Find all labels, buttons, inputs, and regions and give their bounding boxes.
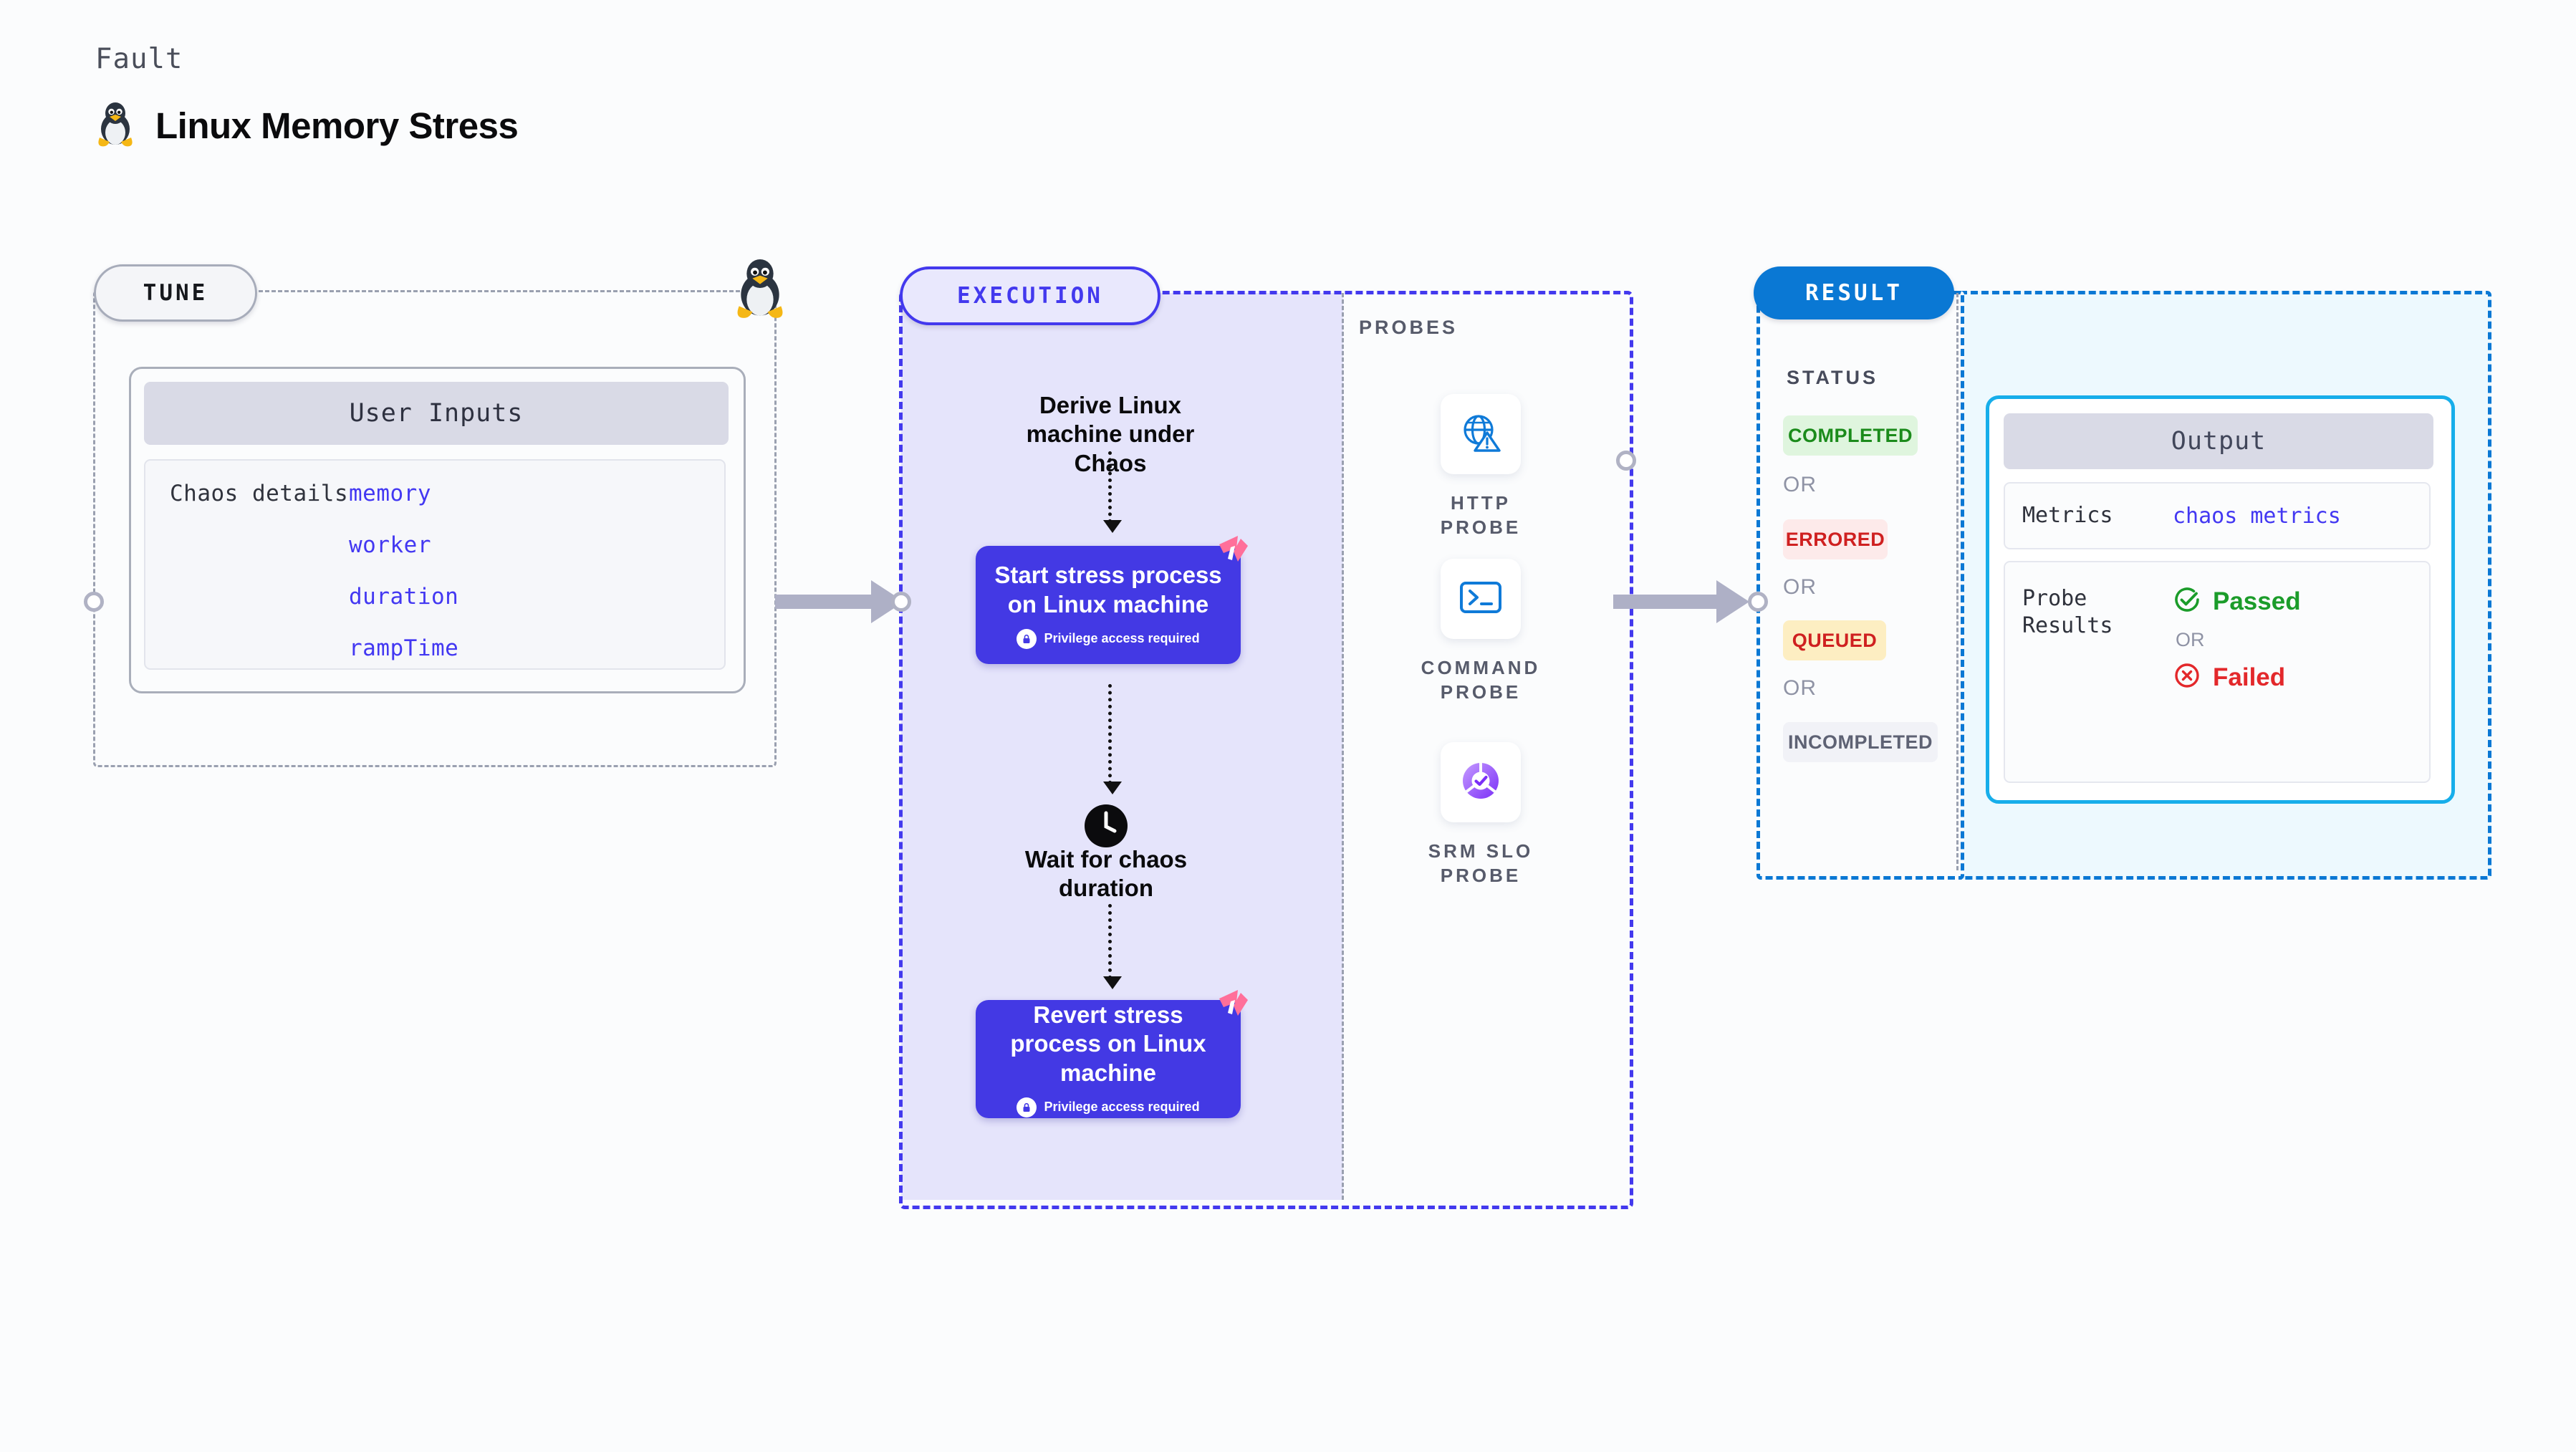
status-badge-label: INCOMPLETED (1787, 731, 1933, 753)
probe-results-row: Probe Results Passed OR (2004, 561, 2431, 783)
step-title: Start stress process on Linux machine (994, 562, 1222, 617)
metrics-key: Metrics (2022, 503, 2113, 529)
user-inputs-card: User Inputs Chaos details memory worker … (129, 367, 746, 693)
status-or-3: OR (1783, 676, 1817, 700)
page-header: Fault Linux Memory Stress (95, 43, 519, 151)
probe-result-failed: Failed (2173, 661, 2301, 693)
status-title: STATUS (1787, 367, 1878, 388)
result-pill[interactable]: RESULT (1754, 266, 1954, 319)
lock-icon (1017, 1097, 1037, 1117)
execution-step-revert-stress[interactable]: Revert stress process on Linux machine P… (976, 990, 1248, 1118)
chaos-details-label: Chaos details (170, 481, 349, 506)
output-header: Output (2004, 413, 2433, 469)
probe-label: COMMAND PROBE (1421, 657, 1541, 703)
flow-arrow-2 (1103, 684, 1122, 794)
probe-results-key-text: Probe Results (2022, 586, 2113, 638)
status-badge-queued[interactable]: QUEUED (1783, 620, 1886, 660)
execution-pill[interactable]: EXECUTION (900, 266, 1160, 325)
connector-node-result-in (1748, 592, 1768, 612)
execution-step-derive-label: Derive Linux machine under Chaos (1026, 392, 1195, 476)
slo-check-donut-icon (1458, 759, 1503, 807)
connector-execution-to-result (1613, 580, 1749, 623)
probe-card[interactable] (1441, 394, 1521, 474)
probe-command[interactable]: COMMAND PROBE (1409, 559, 1552, 705)
status-badge-incompleted[interactable]: INCOMPLETED (1783, 722, 1938, 762)
terminal-prompt-icon (1458, 578, 1503, 620)
status-badge-errored[interactable]: ERRORED (1783, 519, 1888, 559)
status-badge-label: ERRORED (1785, 528, 1885, 550)
globe-warning-icon (1458, 410, 1503, 458)
output-card: Output Metrics chaos metrics Probe Resul… (1986, 395, 2455, 804)
connector-node-execution-in (891, 592, 911, 612)
metrics-row: Metrics chaos metrics (2004, 482, 2431, 549)
probe-result-passed-label: Passed (2213, 587, 2301, 615)
connector-node-probes-out (1616, 451, 1636, 471)
probe-result-failed-label: Failed (2213, 663, 2286, 691)
flow-arrow-1 (1103, 451, 1122, 533)
status-or-2: OR (1783, 575, 1817, 599)
status-badge-label: COMPLETED (1787, 424, 1913, 446)
chaos-details-box: Chaos details memory worker duration ram… (144, 459, 726, 670)
privilege-note: Privilege access required (1017, 628, 1200, 649)
status-or-1: OR (1783, 473, 1817, 496)
fault-kicker: Fault (95, 43, 183, 75)
metrics-value[interactable]: chaos metrics (2173, 503, 2341, 529)
chaos-param-ramptime[interactable]: rampTime (349, 635, 459, 661)
probe-results-key: Probe Results (2022, 585, 2173, 782)
probe-result-or: OR (2176, 629, 2205, 650)
connector-tune-to-execution (775, 580, 904, 623)
result-status-zone (1756, 291, 1964, 880)
probes-title: PROBES (1359, 317, 1458, 338)
fault-title-row: Linux Memory Stress (95, 100, 519, 151)
privilege-note: Privilege access required (1017, 1097, 1200, 1117)
result-divider (1956, 293, 1959, 870)
probe-card[interactable] (1441, 559, 1521, 639)
status-badge-completed[interactable]: COMPLETED (1783, 415, 1918, 456)
connector-node-tune-out (84, 592, 104, 612)
harness-logo-icon (1209, 983, 1254, 1027)
probe-http[interactable]: HTTP PROBE (1409, 394, 1552, 540)
execution-step-wait-label: Wait for chaos duration (1024, 846, 1188, 902)
probe-card[interactable] (1441, 742, 1521, 822)
clock-icon (1084, 804, 1128, 848)
chaos-param-worker[interactable]: worker (349, 532, 431, 558)
privilege-note-text: Privilege access required (1044, 631, 1200, 646)
privilege-note-text: Privilege access required (1044, 1100, 1200, 1115)
probe-results-values: Passed OR Failed (2173, 585, 2301, 782)
execution-zone (899, 291, 1633, 1209)
status-badge-label: QUEUED (1792, 629, 1878, 651)
page-title: Linux Memory Stress (155, 105, 519, 146)
probes-divider (1342, 293, 1344, 1200)
probe-srm-slo[interactable]: SRM SLO PROBE (1409, 742, 1552, 888)
flow-arrow-3 (1103, 904, 1122, 989)
tune-pill[interactable]: TUNE (94, 264, 257, 322)
harness-logo-icon (1209, 529, 1254, 573)
check-circle-icon (2173, 585, 2201, 617)
chaos-param-duration[interactable]: duration (349, 584, 459, 610)
lock-icon (1017, 628, 1037, 649)
tux-penguin-icon (732, 256, 788, 319)
user-inputs-header: User Inputs (144, 382, 729, 445)
execution-step-start-stress[interactable]: Start stress process on Linux machine Pr… (976, 536, 1248, 664)
tux-penguin-icon (95, 100, 135, 151)
probe-label: SRM SLO PROBE (1428, 840, 1534, 886)
probe-label: HTTP PROBE (1440, 492, 1522, 538)
probe-result-passed: Passed (2173, 585, 2301, 617)
x-circle-icon (2173, 661, 2201, 693)
chaos-details-values: memory worker duration rampTime (349, 481, 458, 668)
chaos-param-memory[interactable]: memory (349, 481, 431, 506)
step-title: Revert stress process on Linux machine (1010, 1001, 1206, 1086)
